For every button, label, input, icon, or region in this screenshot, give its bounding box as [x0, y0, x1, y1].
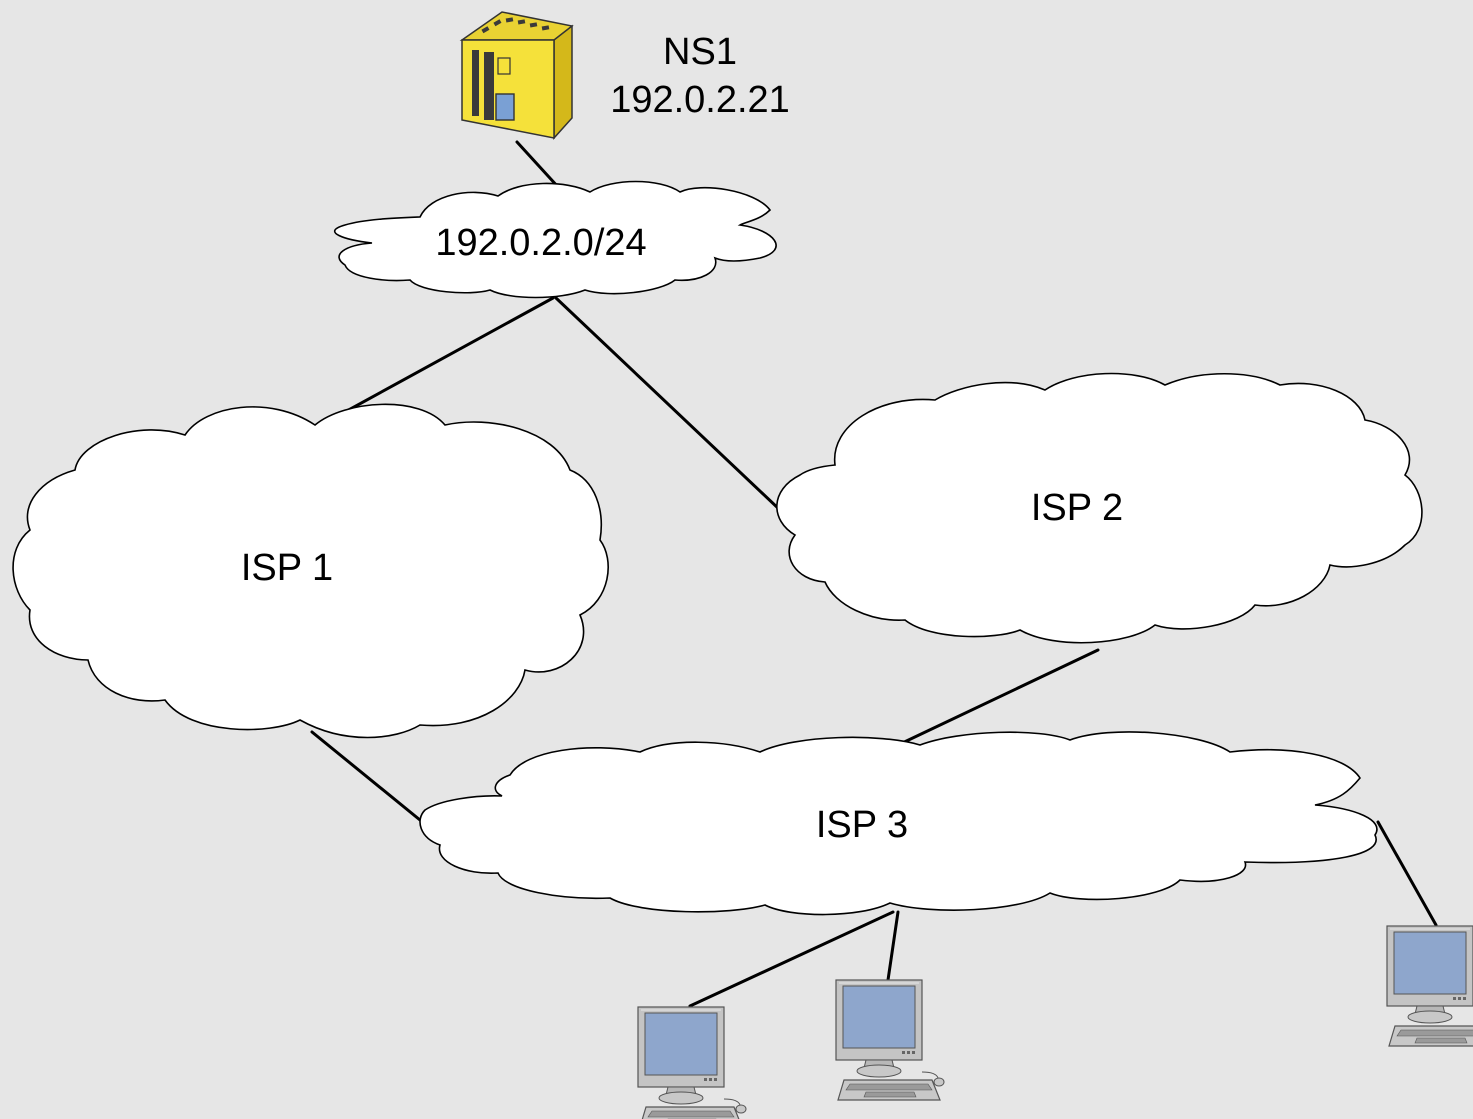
link-ns1-local — [515, 140, 561, 190]
link-isp3-pc1 — [688, 910, 895, 1008]
local-network-cloud: 192.0.2.0/24 — [334, 180, 777, 299]
computer-icon — [637, 1006, 747, 1119]
link-isp2-isp3 — [896, 648, 1100, 747]
isp2-label: ISP 2 — [1031, 487, 1123, 529]
local-network-label: 192.0.2.0/24 — [435, 222, 646, 264]
isp1-label: ISP 1 — [241, 547, 333, 589]
isp3-label: ISP 3 — [816, 804, 908, 846]
server-icon — [459, 11, 574, 140]
computer-icon — [835, 979, 945, 1101]
server-address: 192.0.2.21 — [610, 79, 790, 121]
link-local-isp2 — [554, 296, 782, 512]
link-isp1-isp3 — [310, 730, 422, 822]
isp2-cloud: ISP 2 — [776, 372, 1423, 644]
link-isp3-pc2 — [886, 910, 900, 982]
isp1-cloud: ISP 1 — [12, 403, 609, 739]
isp3-cloud: ISP 3 — [419, 731, 1378, 916]
server-name: NS1 — [663, 31, 737, 73]
link-isp3-pc3 — [1376, 820, 1438, 927]
computer-icon — [1386, 925, 1473, 1047]
